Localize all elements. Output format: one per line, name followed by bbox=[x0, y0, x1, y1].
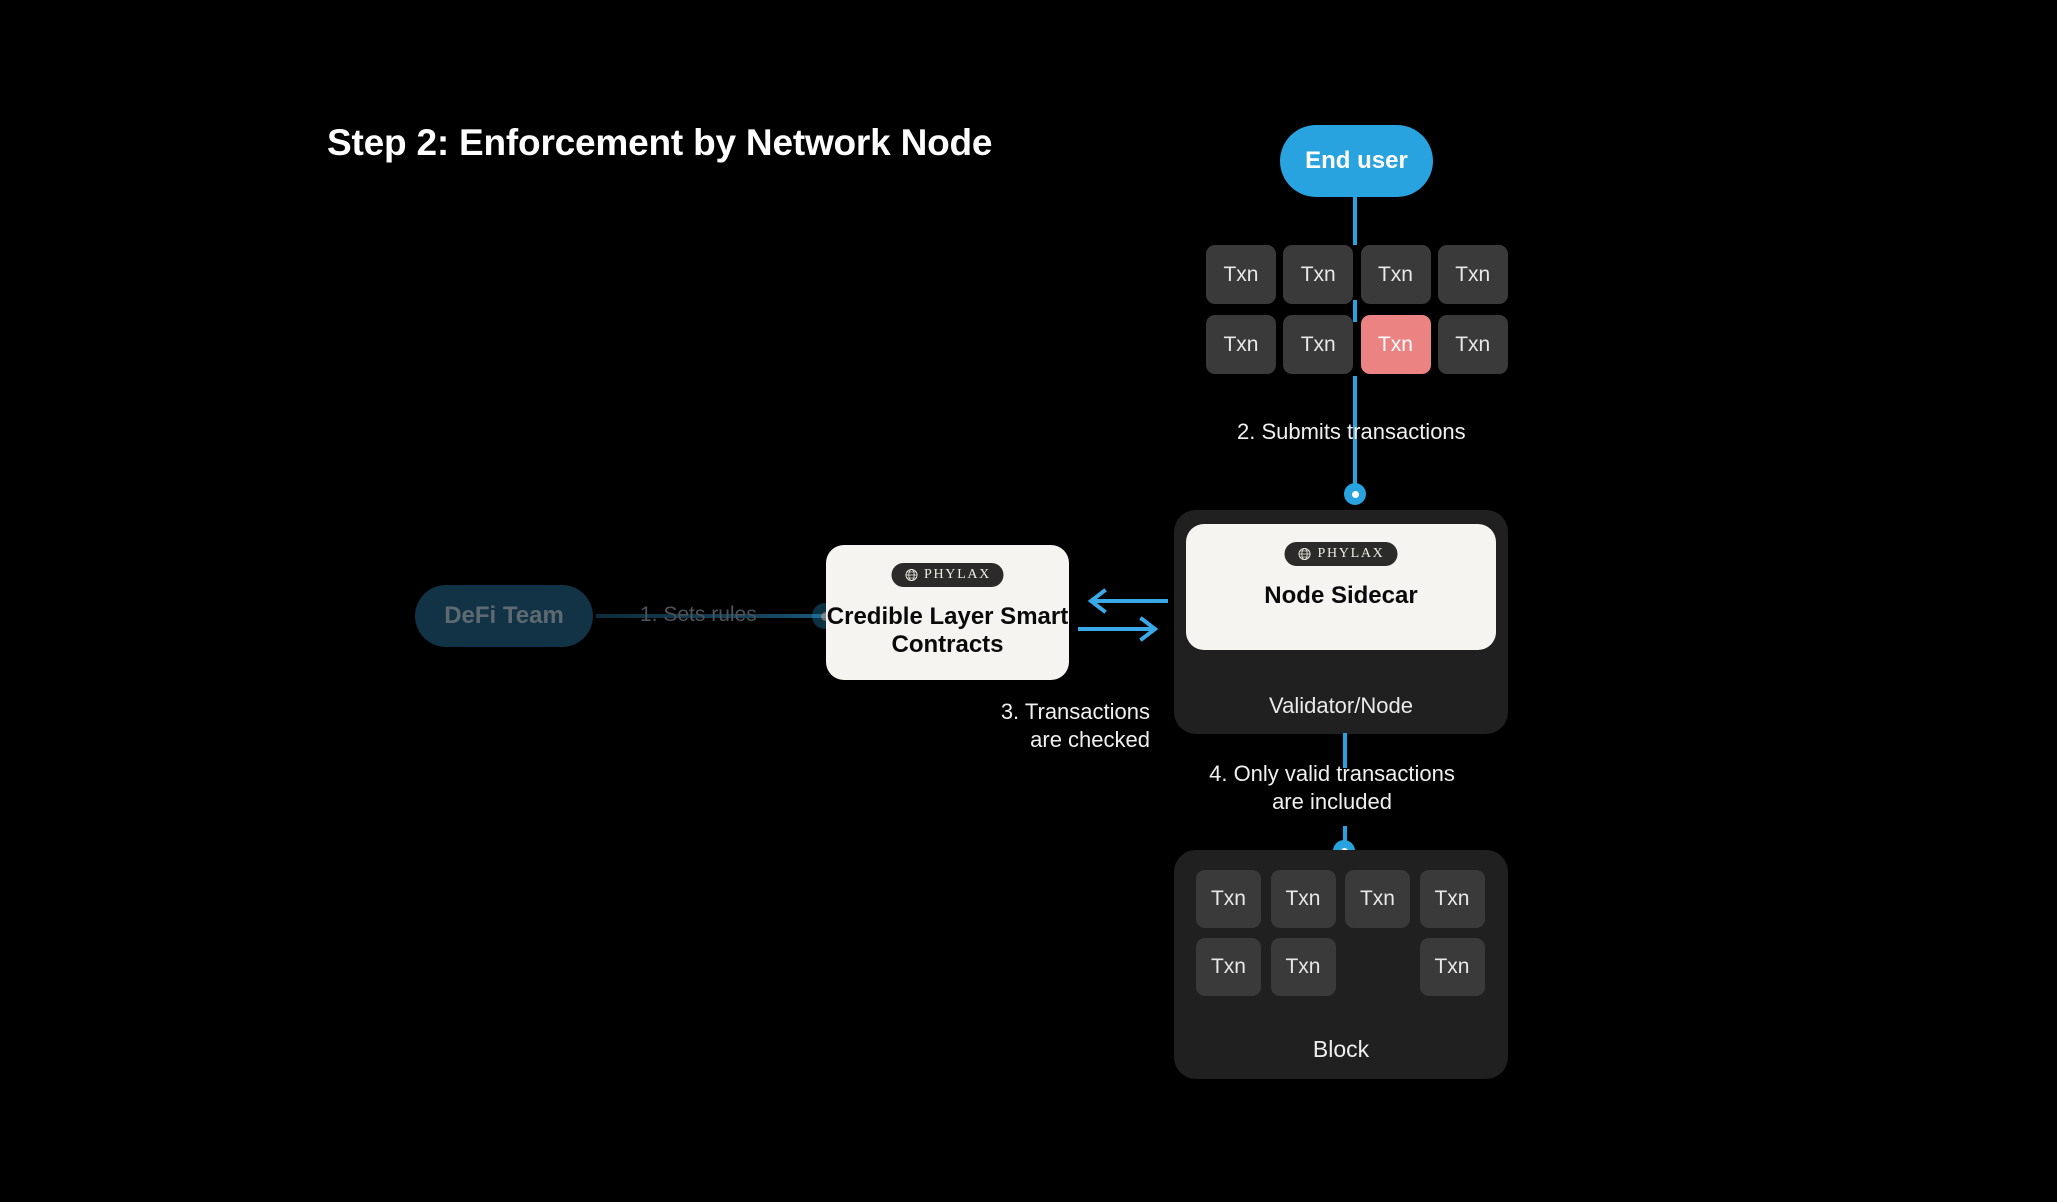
node-end-user-label: End user bbox=[1305, 147, 1408, 174]
connector-defi-to-credible bbox=[596, 614, 836, 618]
phylax-badge-label: PHYLAX bbox=[1317, 546, 1385, 561]
txn-cell[interactable]: Txn bbox=[1437, 315, 1508, 374]
txn-cell[interactable]: Txn bbox=[1419, 938, 1485, 996]
pending-transactions-grid: Txn Txn Txn Txn Txn Txn Txn Txn bbox=[1206, 245, 1508, 374]
node-sidecar-card[interactable]: PHYLAX Node Sidecar bbox=[1186, 524, 1496, 650]
connector-enduser-to-txns bbox=[1353, 193, 1357, 245]
node-validator[interactable]: PHYLAX Node Sidecar Validator/Node bbox=[1174, 510, 1508, 734]
step-2-label: 2. Submits transactions bbox=[1237, 419, 1466, 444]
node-sidecar-label: Node Sidecar bbox=[1264, 582, 1418, 609]
txn-cell[interactable]: Txn bbox=[1419, 870, 1485, 928]
node-block[interactable]: Txn Txn Txn Txn Txn Txn Txn Block bbox=[1174, 850, 1508, 1079]
page-title: Step 2: Enforcement by Network Node bbox=[327, 122, 993, 163]
block-transactions-grid: Txn Txn Txn Txn Txn Txn Txn bbox=[1196, 870, 1486, 996]
arrow-left-head bbox=[1087, 588, 1107, 614]
phylax-badge: PHYLAX bbox=[1284, 542, 1398, 566]
txn-cell[interactable]: Txn bbox=[1206, 245, 1276, 304]
txn-cell-empty bbox=[1345, 938, 1410, 996]
txn-cell[interactable]: Txn bbox=[1360, 245, 1431, 304]
phylax-badge-label: PHYLAX bbox=[924, 567, 991, 582]
globe-icon bbox=[1298, 547, 1311, 561]
globe-icon bbox=[904, 568, 918, 582]
connector-txns-row-gap bbox=[1353, 300, 1357, 322]
phylax-badge: PHYLAX bbox=[891, 563, 1004, 587]
bidirectional-arrows bbox=[1078, 585, 1168, 645]
txn-cell[interactable]: Txn bbox=[1283, 315, 1354, 374]
node-credible-layer-label: Credible Layer Smart Contracts bbox=[826, 603, 1069, 659]
node-end-user[interactable]: End user bbox=[1280, 125, 1433, 197]
connector-dot-sidecar-input bbox=[1344, 483, 1366, 505]
step-1-label: 1. Sets rules bbox=[640, 603, 757, 626]
txn-cell[interactable]: Txn bbox=[1345, 870, 1410, 928]
node-block-label: Block bbox=[1312, 1036, 1370, 1062]
arrow-right-head bbox=[1139, 616, 1159, 642]
step-4-label: 4. Only valid transactions are included bbox=[1209, 761, 1455, 815]
connector-sidecar-to-block bbox=[1343, 733, 1347, 768]
txn-cell[interactable]: Txn bbox=[1270, 870, 1336, 928]
txn-cell[interactable]: Txn bbox=[1437, 245, 1508, 304]
arrow-pair-icon bbox=[1078, 588, 1168, 642]
node-validator-label: Validator/Node bbox=[1269, 693, 1413, 718]
txn-cell[interactable]: Txn bbox=[1196, 938, 1261, 996]
node-defi-team[interactable]: DeFi Team bbox=[415, 585, 593, 647]
txn-cell[interactable]: Txn bbox=[1206, 315, 1276, 374]
txn-cell[interactable]: Txn bbox=[1270, 938, 1336, 996]
node-credible-layer-smart-contracts[interactable]: PHYLAX Credible Layer Smart Contracts bbox=[826, 545, 1069, 680]
connector-block-stub bbox=[1343, 826, 1347, 851]
txn-cell[interactable]: Txn bbox=[1283, 245, 1354, 304]
txn-cell-invalid[interactable]: Txn bbox=[1360, 315, 1431, 374]
step-3-label: 3. Transactions are checked bbox=[1000, 699, 1150, 753]
connector-txns-to-sidecar bbox=[1353, 376, 1357, 496]
node-defi-team-label: DeFi Team bbox=[444, 602, 564, 629]
txn-cell[interactable]: Txn bbox=[1196, 870, 1261, 928]
